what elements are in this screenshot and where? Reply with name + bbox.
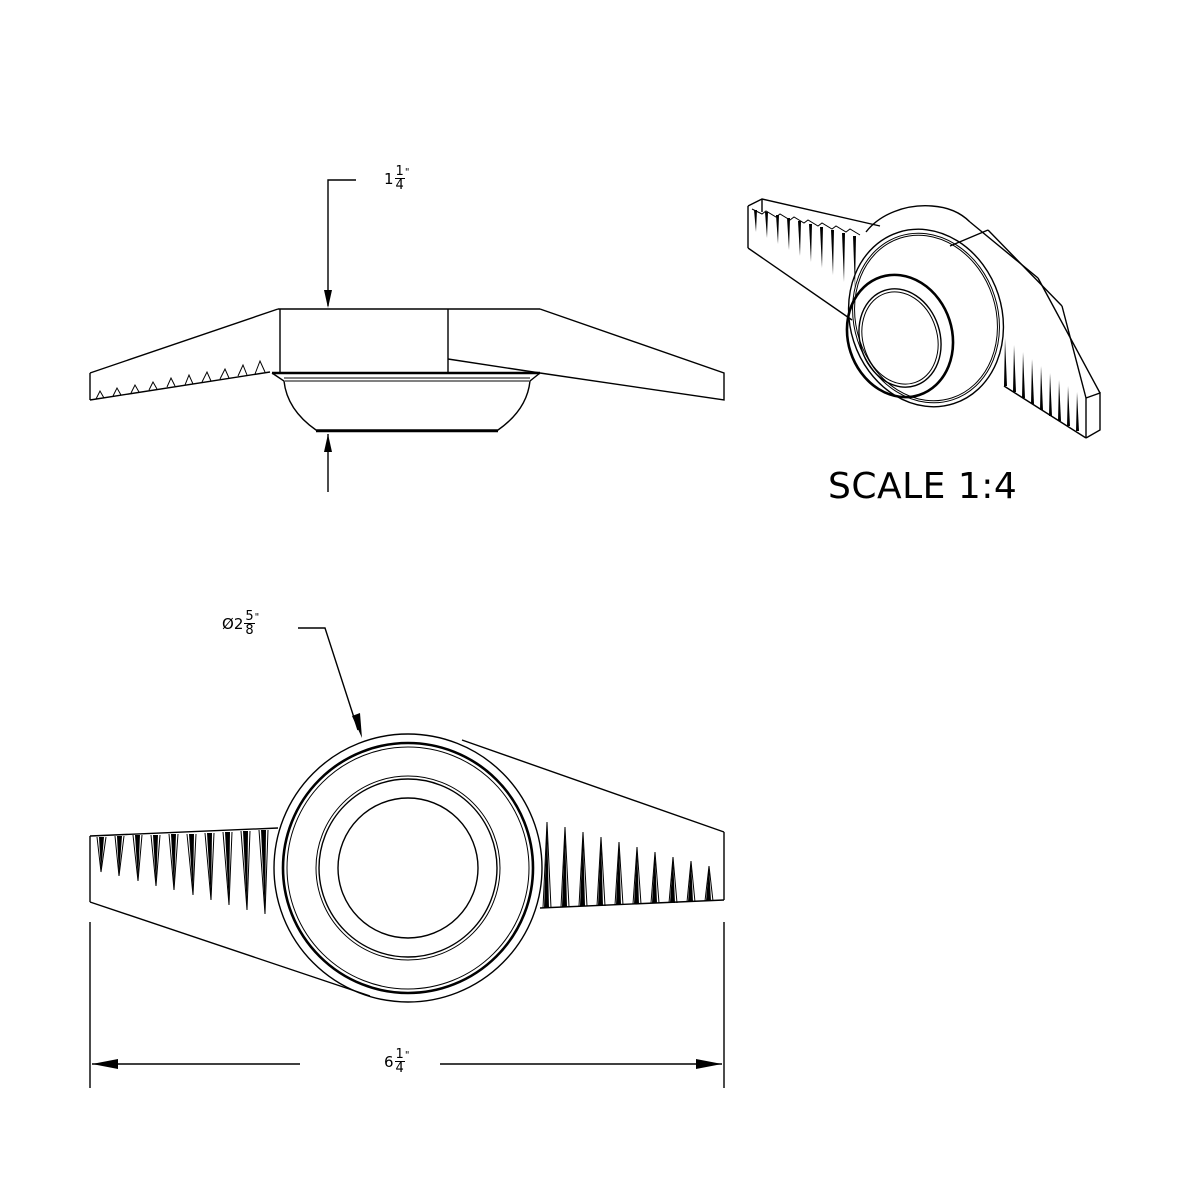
side-view: [89, 179, 725, 492]
width-numerator: 1: [394, 1047, 405, 1062]
height-denominator: 4: [395, 178, 404, 193]
overall-width-dimension-label: 6 1 4 ": [384, 1048, 409, 1075]
iso-left-teeth: [751, 208, 861, 290]
diameter-unit: ": [254, 612, 260, 623]
width-unit: ": [404, 1050, 410, 1061]
height-unit: ": [404, 167, 410, 178]
overall-width-dimension: [89, 922, 725, 1088]
diameter-whole: 2: [233, 614, 244, 633]
bottom-view: [89, 627, 725, 1088]
height-dimension: [324, 179, 356, 492]
diameter-denominator: 8: [245, 623, 254, 638]
diameter-dimension: [298, 627, 362, 738]
side-view-left-teeth: [95, 359, 266, 400]
height-whole: 1: [384, 169, 394, 188]
diameter-dimension-label: Ø 2 5 8 ": [222, 610, 259, 637]
width-denominator: 4: [395, 1061, 404, 1076]
height-numerator: 1: [394, 164, 405, 179]
bottom-view-hub: [273, 733, 543, 1003]
bottom-view-right-teeth: [542, 821, 714, 909]
diameter-fraction: 5 8: [244, 609, 255, 638]
width-fraction: 1 4: [394, 1047, 405, 1076]
isometric-view: [747, 198, 1101, 439]
diameter-numerator: 5: [244, 609, 255, 624]
diameter-symbol: Ø: [222, 614, 234, 633]
width-whole: 6: [384, 1052, 394, 1071]
height-dimension-label: 1 1 4 ": [384, 165, 409, 192]
iso-hub: [845, 228, 1005, 408]
scale-label: SCALE 1:4: [828, 466, 1018, 507]
iso-right-teeth: [1004, 338, 1079, 431]
height-fraction: 1 4: [394, 164, 405, 193]
bottom-view-left-teeth: [96, 829, 269, 915]
